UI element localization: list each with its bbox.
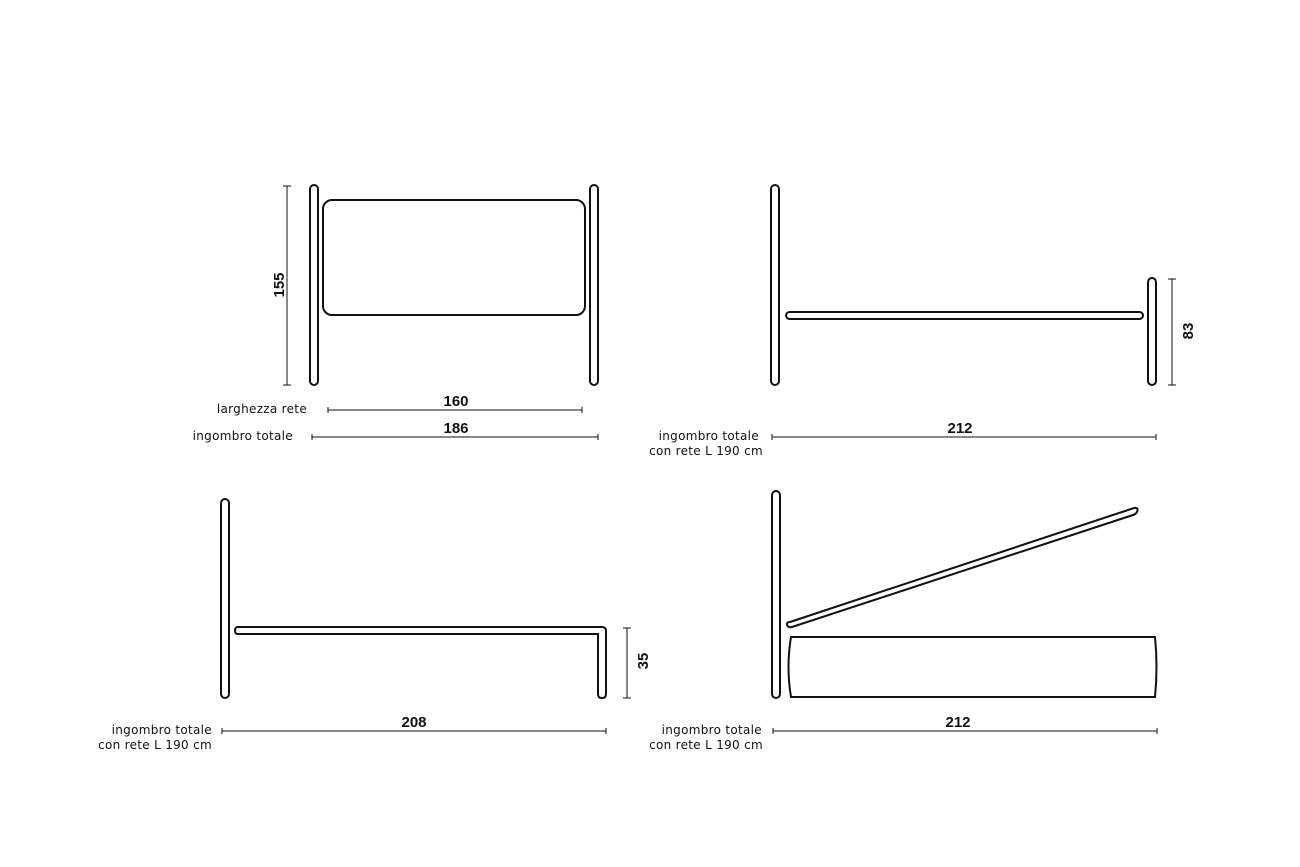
total-length-value: 208: [401, 714, 426, 731]
footboard-height-dimension: 83: [1168, 278, 1197, 386]
footboard-post: [1147, 277, 1157, 386]
headboard-post: [770, 184, 780, 386]
side-view-storage: ingombro totale con rete L 190 cm 212: [649, 490, 1158, 752]
headboard-post: [220, 498, 230, 699]
side-view-footboard: 83 ingombro totale con rete L 190 cm 212: [649, 184, 1197, 458]
footboard-height-value: 83: [1180, 323, 1197, 340]
net-width-dimension: larghezza rete 160: [217, 393, 583, 416]
storage-box: [787, 636, 1158, 698]
total-width-value: 186: [443, 420, 468, 437]
total-length-label-line2: con rete L 190 cm: [649, 444, 763, 458]
left-leg-post: [309, 184, 319, 386]
frame-height-dimension: 35: [623, 627, 652, 699]
front-view: 155 larghezza rete 160 ingombro totale 1…: [193, 184, 599, 443]
right-leg-post: [589, 184, 599, 386]
height-dimension: 155: [271, 185, 291, 386]
bed-frame-l-shape: [233, 626, 607, 700]
total-length-label-line1: ingombro totale: [662, 723, 762, 737]
total-length-dimension: ingombro totale con rete L 190 cm 212: [649, 420, 1157, 458]
bed-rail: [785, 311, 1144, 320]
total-length-label-line2: con rete L 190 cm: [98, 738, 212, 752]
total-width-dimension: ingombro totale 186: [193, 420, 599, 443]
headboard-post: [771, 490, 781, 699]
total-length-label-line1: ingombro totale: [659, 429, 759, 443]
side-view-low: 35 ingombro totale con rete L 190 cm 208: [98, 498, 652, 752]
total-length-dimension: ingombro totale con rete L 190 cm 208: [98, 714, 607, 752]
total-length-dimension: ingombro totale con rete L 190 cm 212: [649, 714, 1158, 752]
height-value: 155: [271, 272, 288, 297]
net-width-label: larghezza rete: [217, 402, 307, 416]
lifted-slatted-base: [785, 506, 1139, 629]
net-width-value: 160: [443, 393, 468, 410]
total-length-label-line1: ingombro totale: [112, 723, 212, 737]
total-width-label: ingombro totale: [193, 429, 293, 443]
total-length-label-line2: con rete L 190 cm: [649, 738, 763, 752]
frame-height-value: 35: [635, 653, 652, 670]
total-length-value: 212: [945, 714, 970, 731]
headboard-panel: [322, 199, 586, 316]
total-length-value: 212: [947, 420, 972, 437]
